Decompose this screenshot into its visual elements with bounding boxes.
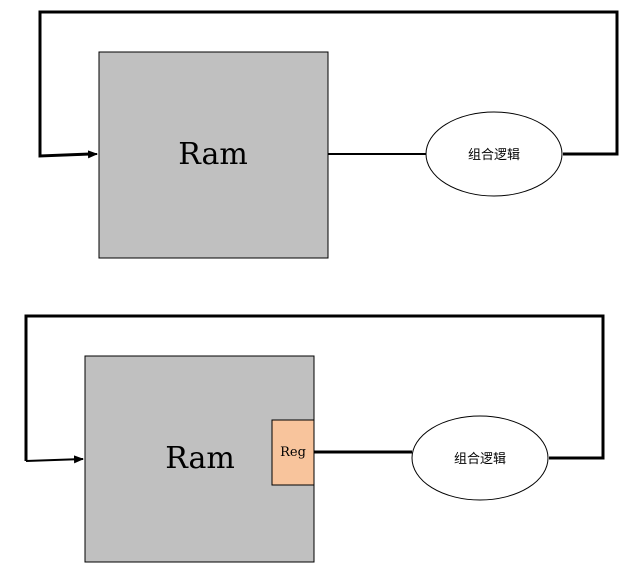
bottom-reg-label: Reg bbox=[280, 445, 306, 460]
bottom-feedback-wire bbox=[24, 314, 605, 461]
bottom-logic-ellipse bbox=[411, 415, 549, 501]
bottom-logic-label: 组合逻辑 bbox=[454, 452, 506, 467]
top-logic-label: 组合逻辑 bbox=[468, 148, 520, 163]
top-diagram: Ram 组合逻辑 bbox=[38, 10, 619, 259]
top-logic-ellipse bbox=[425, 111, 563, 197]
top-ram-label: Ram bbox=[178, 137, 248, 172]
bottom-diagram: Ram Reg 组合逻辑 bbox=[24, 314, 605, 563]
top-input-arrow bbox=[39, 150, 98, 159]
bottom-reg-block bbox=[271, 419, 315, 486]
bottom-ram-label: Ram bbox=[165, 441, 235, 476]
top-ram-block bbox=[98, 51, 329, 259]
bottom-input-arrow bbox=[25, 455, 84, 464]
